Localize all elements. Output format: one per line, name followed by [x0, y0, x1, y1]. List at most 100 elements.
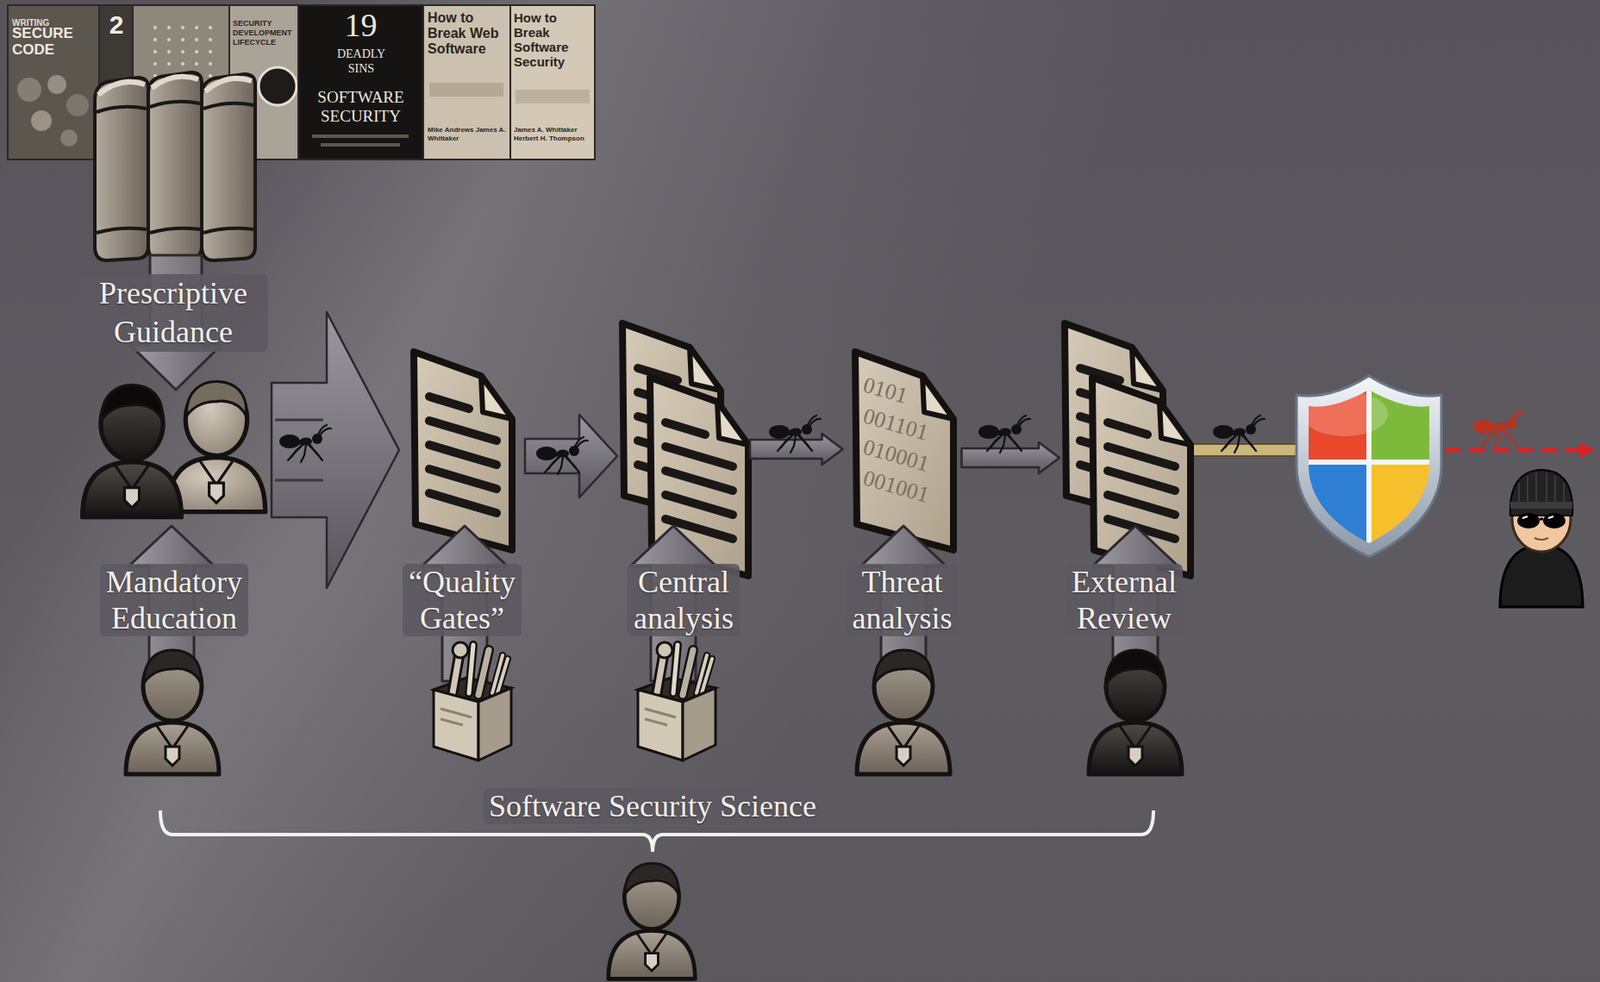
cover-title: How to Break Web Software	[427, 10, 507, 57]
scientist-icon	[608, 862, 696, 979]
attacker-icon	[1517, 512, 1540, 529]
books-icon	[94, 77, 149, 261]
cover-title: SECURE CODE	[12, 25, 82, 58]
book-covers	[423, 5, 511, 160]
role-icons	[1088, 650, 1182, 775]
document-icons	[429, 396, 497, 513]
document-icons	[413, 351, 513, 550]
book-covers	[17, 77, 42, 102]
stage-label: “Quality Gates”	[402, 563, 522, 637]
label-slot: 001101	[863, 403, 931, 428]
attacker-icon	[1534, 537, 1549, 540]
developer-icons	[82, 385, 182, 518]
flow-arrow	[962, 442, 1061, 474]
books-icon	[151, 76, 199, 88]
stage-group: Central analysis	[617, 318, 750, 638]
attack-path	[1579, 442, 1595, 458]
document-icons	[855, 351, 954, 550]
flow-arrow-body	[750, 433, 844, 465]
attacker-icon	[1500, 544, 1583, 607]
role-icons	[637, 642, 716, 761]
windows-shield	[1293, 379, 1445, 561]
book-covers	[60, 129, 78, 147]
label-slot: SOFTWARE SECURITY	[301, 87, 420, 126]
windows-shield	[1293, 375, 1445, 561]
role-icons	[433, 642, 512, 761]
book-covers	[258, 67, 297, 106]
document-icons	[665, 422, 733, 539]
ants	[978, 415, 1031, 453]
flow-arrow-band	[275, 479, 324, 482]
books-icon	[94, 72, 256, 261]
books-icon	[205, 78, 252, 92]
windows-shield	[1301, 391, 1388, 437]
cover-title: How to Break Software Security	[513, 10, 592, 69]
label-slot: 2	[100, 10, 132, 40]
cover-author: James A. Whittaker Herbert H. Thompson	[513, 125, 592, 144]
label-slot: SECURE CODE	[12, 25, 82, 58]
flow-arrow-body	[271, 312, 400, 588]
developer-icons	[82, 381, 266, 518]
ants	[1473, 410, 1525, 448]
stage-label: Mandatory Education	[100, 563, 249, 637]
attack-path	[1444, 442, 1595, 458]
attacker-icon	[1518, 472, 1564, 504]
ants	[536, 437, 588, 475]
books-icon	[98, 81, 145, 95]
label-slot: How to Break Web Software	[427, 10, 507, 57]
label-slot: Mike Andrews James A. Whittaker	[427, 125, 507, 144]
input-label: Prescriptive Guidance	[78, 274, 269, 352]
books-icon	[150, 101, 200, 233]
input-arrows	[128, 525, 1179, 682]
label-slot: James A. Whittaker Herbert H. Thompson	[513, 125, 592, 144]
role-icons	[433, 642, 512, 761]
document-icons	[1107, 422, 1175, 539]
windows-shield	[1293, 462, 1369, 557]
attacker-icon	[1500, 469, 1583, 607]
developer-icons	[167, 381, 265, 513]
book-covers	[510, 5, 595, 160]
books-icon	[96, 106, 147, 233]
cover-title: SOFTWARE SECURITY	[301, 87, 420, 126]
flow-arrow-band	[275, 418, 324, 421]
label-slot: Software Security Science	[393, 787, 912, 825]
attacker-icon	[1510, 469, 1573, 516]
flow-arrow-body	[962, 442, 1061, 474]
cover-author: Mike Andrews James A. Whittaker	[427, 125, 507, 144]
flow-arrow-body	[525, 414, 618, 498]
ants	[768, 415, 821, 453]
document-icons	[413, 351, 513, 550]
cover-number: 19	[344, 6, 378, 44]
label-slot: 0101	[863, 372, 909, 397]
role-icons	[637, 642, 716, 761]
cover-title: DEADLY SINS	[324, 46, 399, 76]
book-covers	[298, 5, 424, 160]
attack-path	[1444, 448, 1580, 453]
label-slot: SECURITY DEVELOPMENT LIFECYCLE	[232, 18, 297, 49]
book-covers	[66, 93, 89, 117]
label-slot: DEADLY SINS	[324, 46, 399, 76]
book-covers	[7, 5, 100, 160]
book-covers	[515, 89, 590, 104]
bracket-label: Software Security Science	[483, 787, 822, 825]
cover-title: SECURITY DEVELOPMENT LIFECYCLE	[232, 18, 297, 48]
book-covers	[31, 110, 52, 132]
role-icons	[125, 650, 219, 775]
book-covers	[429, 82, 504, 97]
stage-group: External Review	[1059, 318, 1189, 638]
ants	[1212, 415, 1265, 453]
attacker-icon	[1539, 518, 1544, 521]
stage-group: “Quality Gates”	[399, 346, 525, 638]
flow-arrow	[750, 433, 844, 465]
stage-label: Threat analysis	[846, 563, 959, 637]
flow-arrow	[271, 312, 400, 588]
books-icon	[201, 74, 256, 261]
attacker-icon	[1522, 516, 1554, 519]
role-icons	[125, 642, 1182, 775]
books-icon	[203, 103, 254, 233]
document-icons	[855, 351, 954, 550]
document-icons	[413, 323, 1191, 576]
